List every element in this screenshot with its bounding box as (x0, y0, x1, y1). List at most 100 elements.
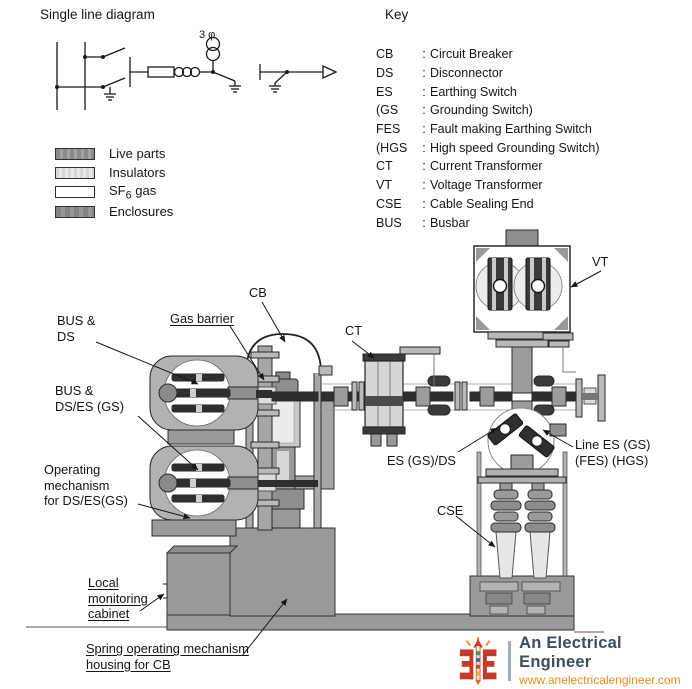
key-desc: Voltage Transformer (430, 178, 543, 193)
key-abbr: CB (376, 47, 394, 62)
label-ct: CT (345, 323, 363, 338)
label-cse: CSE (437, 503, 464, 518)
legend-item-insulators: Insulators (55, 163, 173, 182)
label-line-es: Line ES (GS) (FES) (HGS) (575, 437, 651, 468)
leader-lines (95, 270, 602, 657)
leader-ct (351, 340, 375, 359)
three-phase-label: 3 φ (199, 29, 215, 41)
current-transformer (362, 346, 441, 447)
leader-bus-ds (95, 341, 199, 385)
main-conductor-run (256, 374, 606, 487)
ct-block (364, 360, 404, 428)
key-abbr: DS (376, 66, 394, 81)
legend-label: Live parts (109, 146, 166, 162)
key-colon: : (422, 159, 426, 174)
key-abbr: (GS (376, 103, 399, 118)
leader-cse (455, 515, 496, 548)
cse-bushing (529, 531, 551, 579)
bus-compartments (149, 355, 259, 537)
key-title: Key (385, 7, 409, 22)
key-desc: Current Transformer (430, 159, 543, 174)
label-bus-ds: BUS & DS (57, 313, 96, 344)
brand-url: www.anelectricalengineer.com (519, 673, 681, 687)
insulators-swatch (55, 166, 95, 179)
key-abbr: (HGS (376, 140, 408, 155)
key-colon: : (422, 122, 426, 137)
legend-item-live-parts: Live parts (55, 144, 173, 163)
key-desc: Cable Sealing End (430, 196, 534, 211)
key-abbr: CT (376, 159, 393, 174)
single-line-diagram: 3 φ (55, 29, 338, 110)
brand-divider (508, 640, 512, 681)
label-cb: CB (249, 285, 267, 300)
legend-label: Enclosures (109, 204, 174, 220)
key-row: (HGS: High speed Grounding Switch) (372, 138, 600, 157)
key-colon: : (422, 140, 426, 155)
local-monitoring-cabinet-box (166, 552, 231, 616)
legend-label: SF6 gas (109, 182, 157, 202)
key-desc: Disconnector (430, 66, 503, 81)
key-list: CB: Circuit Breaker DS: Disconnector ES: Ea… (372, 45, 600, 232)
key-abbr: VT (376, 178, 392, 193)
brand-footer: An Electrical Engineer www.anelectricale… (456, 634, 692, 687)
label-gas-barrier: Gas barrier (170, 311, 235, 326)
key-desc: Fault making Earthing Switch (430, 122, 592, 137)
single-line-diagram-title: Single line diagram (40, 7, 155, 22)
label-bus-ds-es: BUS & DS/ES (GS) (55, 383, 124, 414)
key-abbr: CSE (376, 196, 402, 211)
key-colon: : (422, 84, 426, 99)
label-es-gs-ds: ES (GS)/DS (387, 453, 456, 468)
ds-es-operating-mechanism-box (151, 519, 237, 537)
key-abbr: ES (376, 84, 393, 99)
leader-cb (261, 301, 286, 343)
brand-logo-icon (459, 636, 497, 685)
cse-bushing (495, 531, 517, 579)
es-ds-switch (487, 407, 567, 475)
brand-text: An Electrical Engineer www.anelectricale… (519, 634, 692, 687)
key-desc: Earthing Switch (430, 84, 517, 99)
key-desc: Grounding Switch) (430, 103, 533, 118)
key-row: CSE: Cable Sealing End (372, 195, 600, 214)
sf6-gas-swatch (55, 186, 95, 199)
leader-op-mech (137, 503, 191, 520)
live-parts-swatch (55, 147, 95, 160)
key-colon: : (422, 47, 426, 62)
key-colon: : (422, 66, 426, 81)
key-row: BUS:Busbar (372, 213, 600, 232)
legend-item-sf6-gas: SF6 gas (55, 183, 173, 202)
key-desc: High speed Grounding Switch) (430, 140, 600, 155)
key-colon: : (422, 196, 426, 211)
spring-mechanism-housing (229, 527, 336, 617)
brand-name: An Electrical Engineer (519, 634, 622, 671)
vt-assembly (473, 229, 576, 418)
key-row: FES: Fault making Earthing Switch (372, 120, 600, 139)
key-abbr: BUS (376, 215, 402, 230)
legend-label: Insulators (109, 165, 166, 181)
key-row: (GS: Grounding Switch) (372, 101, 600, 120)
key-desc: Circuit Breaker (430, 47, 513, 62)
material-legend: Live parts Insulators SF6 gas Enclosures (55, 144, 173, 221)
leader-bus-ds-es (137, 415, 199, 471)
label-local-monitoring-cabinet: Local monitoring cabinet (88, 575, 148, 622)
key-colon: : (422, 178, 426, 193)
leader-line-es (542, 429, 574, 448)
leader-es-gs-ds (457, 427, 498, 453)
key-row: CT: Current Transformer (372, 157, 600, 176)
key-row: VT: Voltage Transformer (372, 176, 600, 195)
legend-item-enclosures: Enclosures (55, 202, 173, 221)
key-colon: : (422, 103, 426, 118)
leader-gas-barrier (229, 325, 265, 381)
enclosures-swatch (55, 205, 95, 218)
leader-vt (570, 270, 602, 288)
leader-local-cabinet (139, 593, 165, 612)
label-vt: VT (592, 254, 609, 269)
key-row: CB: Circuit Breaker (372, 45, 600, 64)
key-abbr: FES (376, 122, 401, 137)
leader-spring-mech (241, 598, 288, 657)
key-desc: Busbar (430, 215, 470, 230)
key-row: ES: Earthing Switch (372, 82, 600, 101)
cse-assembly (476, 451, 568, 579)
key-row: DS: Disconnector (372, 64, 600, 83)
